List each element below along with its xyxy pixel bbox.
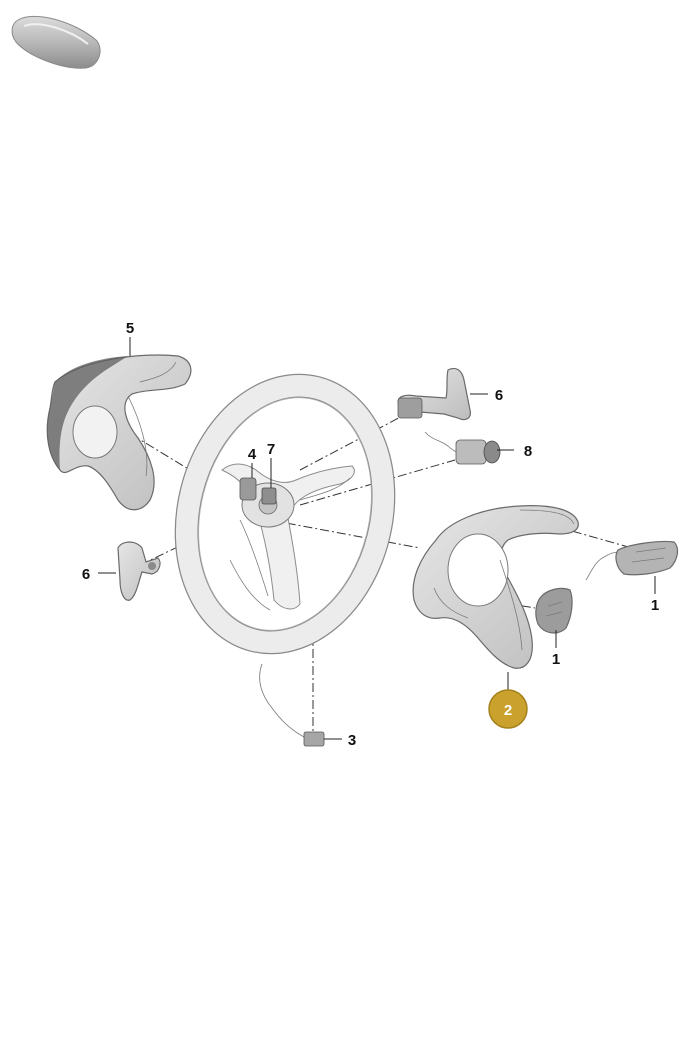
- callout-labels: 5 4 7 6 8 6 3 1 1: [82, 320, 659, 749]
- callout-7: 7: [267, 441, 275, 458]
- callout-2-highlight[interactable]: 2: [488, 689, 528, 729]
- callout-1-lower: 1: [552, 651, 560, 668]
- callout-2: 2: [504, 702, 512, 719]
- callout-4: 4: [248, 446, 257, 463]
- part-2-front-trim-cover[interactable]: [412, 505, 579, 669]
- callout-6-right: 6: [495, 387, 503, 404]
- part-7-connector[interactable]: [261, 487, 277, 505]
- callout-3: 3: [348, 732, 356, 749]
- part-6-shift-paddle-right[interactable]: [397, 367, 471, 421]
- callout-2-badge: [488, 689, 528, 729]
- callout-1-right: 1: [651, 597, 659, 614]
- part-6-shift-paddle-left[interactable]: [117, 541, 161, 601]
- callout-8: 8: [524, 443, 532, 460]
- callout-6-left: 6: [82, 566, 90, 583]
- part-4-switch[interactable]: [239, 477, 257, 501]
- part-8-rotary-switch[interactable]: [424, 431, 501, 465]
- part-1-switch-module-right[interactable]: [585, 540, 679, 581]
- leader-lines: [98, 337, 656, 740]
- steering-wheel[interactable]: [160, 365, 409, 664]
- part-5-rear-trim-cover[interactable]: [46, 354, 192, 511]
- callout-5: 5: [126, 320, 134, 337]
- thumbnail-icon[interactable]: [11, 16, 101, 69]
- part-3-cable-connector[interactable]: [259, 663, 325, 747]
- part-1-switch-module-lower[interactable]: [535, 587, 573, 634]
